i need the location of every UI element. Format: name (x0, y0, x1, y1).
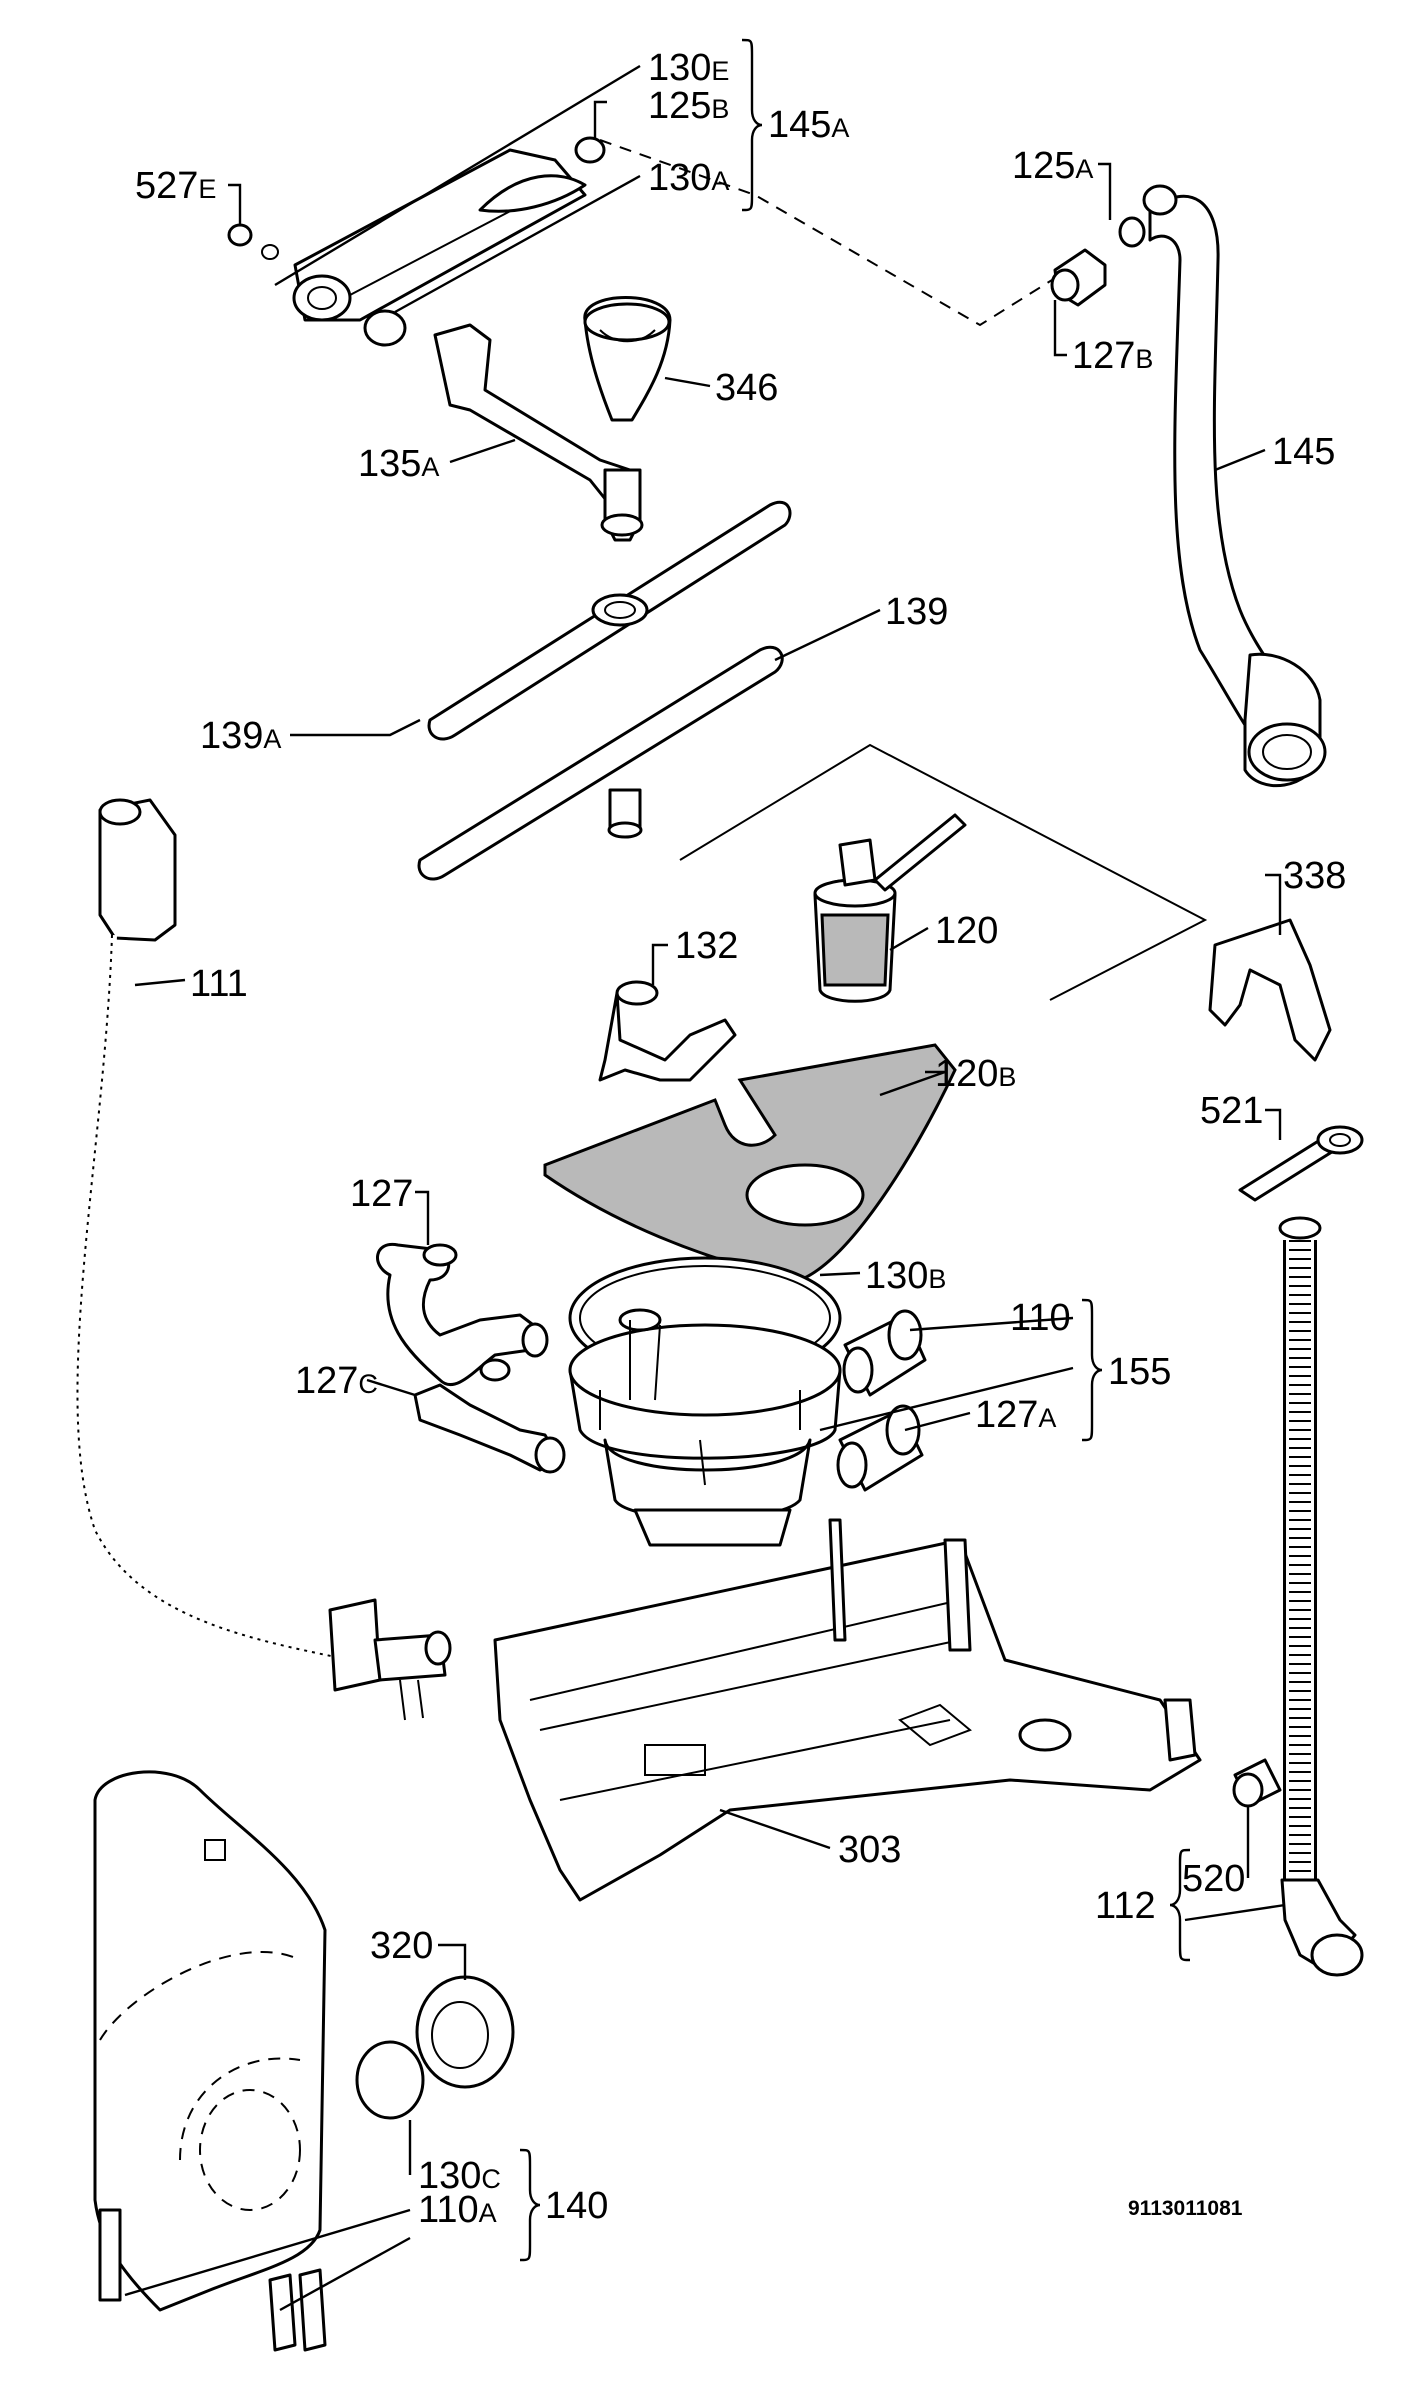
label-132: 132 (675, 925, 738, 967)
base-303 (493, 1518, 1202, 1902)
sleeve-110 (842, 1309, 927, 1397)
label-111: 111 (190, 963, 248, 1005)
connector-127b (1050, 248, 1107, 307)
dashed-connection (599, 139, 1061, 327)
brace-155 (1081, 1298, 1103, 1442)
hose-127 (376, 1242, 549, 1387)
label-527e: 527E (135, 165, 216, 207)
label-338: 338 (1283, 855, 1346, 897)
filter-120 (813, 813, 967, 1003)
leader-lines (124, 64, 1286, 2312)
label-145: 145 (1272, 431, 1335, 473)
spray-arm-feed-135a (433, 323, 644, 542)
sleeve-127a (836, 1404, 924, 1492)
label-125a: 125A (1012, 145, 1093, 187)
washer-527e (261, 244, 279, 260)
label-145a: 145A (768, 104, 849, 146)
label-521: 521 (1200, 1090, 1263, 1132)
label-120: 120 (935, 910, 998, 952)
hose-127c (413, 1383, 566, 1474)
bracket-338 (1208, 918, 1332, 1062)
label-346: 346 (715, 367, 778, 409)
clip-521 (1238, 1125, 1364, 1202)
label-110: 110 (1010, 1297, 1071, 1339)
water-softener-140 (93, 1770, 327, 2352)
label-155: 155 (1108, 1351, 1171, 1393)
label-139a: 139A (200, 715, 281, 757)
label-127a: 127A (975, 1394, 1056, 1436)
label-130a: 130A (648, 157, 729, 199)
label-520: 520 (1182, 1858, 1245, 1900)
label-130b: 130B (865, 1255, 946, 1297)
brace-145a (741, 38, 763, 212)
flat-filter-120b (543, 1043, 957, 1282)
label-303: 303 (838, 1829, 901, 1871)
nut-527e (227, 223, 253, 247)
oring-130a (363, 309, 407, 347)
nozzle-346 (583, 296, 672, 422)
sump-housing (568, 1308, 842, 1547)
label-112: 112 (1095, 1885, 1156, 1927)
label-130c: 130C (418, 2155, 501, 2197)
pipe-132 (598, 980, 737, 1082)
spray-arm-139 (417, 646, 784, 881)
label-127: 127 (350, 1173, 413, 1215)
label-320: 320 (370, 1925, 433, 1967)
label-127b: 127B (1072, 335, 1153, 377)
hose-145 (1142, 184, 1327, 787)
brace-140 (519, 2148, 541, 2262)
oring-130c (355, 2040, 425, 2120)
label-110a: 110A (418, 2189, 497, 2231)
label-120b: 120B (935, 1053, 1016, 1095)
seal-320 (415, 1975, 515, 2089)
filter-tray-outline (679, 743, 1208, 1001)
label-140: 140 (545, 2185, 608, 2227)
part-labels: 130E 125B 145A 130A 527E 125A 127B 346 1… (135, 47, 1346, 2231)
oring-125a (1118, 216, 1146, 248)
label-139: 139 (885, 591, 948, 633)
label-125b: 125B (648, 85, 729, 127)
document-id: 9113011081 (1128, 2197, 1243, 2220)
spray-arm-139a (427, 501, 792, 741)
drain-hose-112 (1278, 1216, 1364, 1977)
upper-supply-pipe (292, 136, 606, 322)
label-130e: 130E (648, 47, 729, 89)
brace-112 (1169, 1848, 1191, 1962)
label-135a: 135A (358, 443, 439, 485)
label-127c: 127C (295, 1360, 378, 1402)
clamp-520 (1232, 1758, 1282, 1808)
inlet-hose-111 (72, 798, 452, 1721)
